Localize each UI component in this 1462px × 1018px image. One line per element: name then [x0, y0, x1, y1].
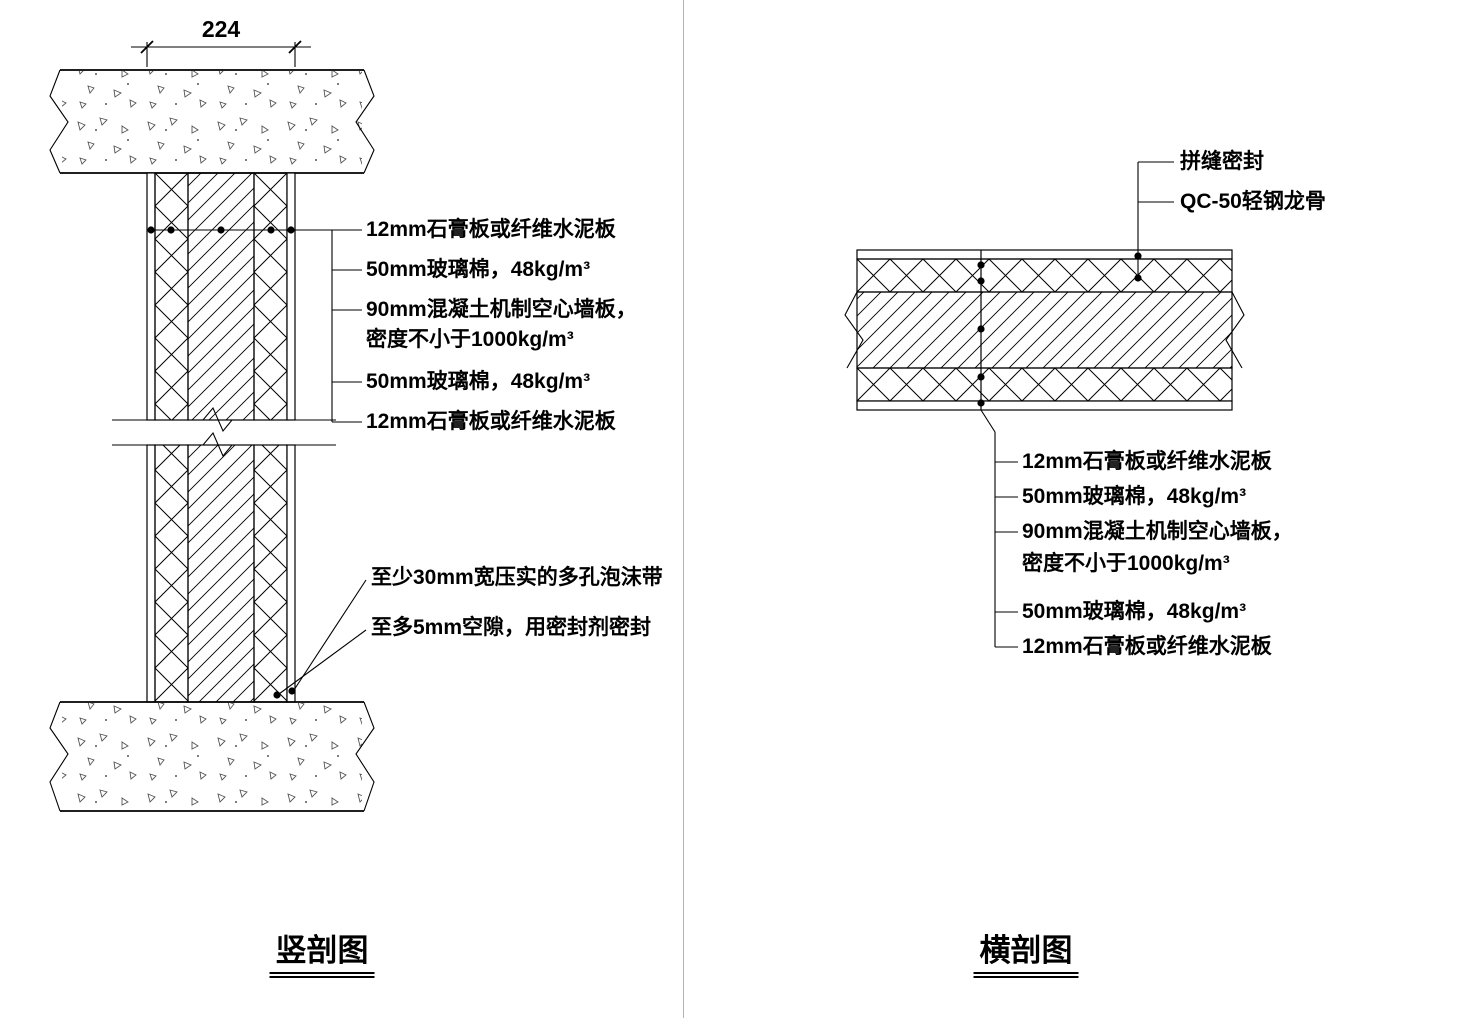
label-board-top-vertical: 12mm石膏板或纤维水泥板 — [366, 218, 616, 241]
label-steel-stud: QC-50轻钢龙骨 — [1180, 190, 1326, 213]
label-foam-strip: 至少30mm宽压实的多孔泡沫带 — [371, 566, 663, 589]
bottom-floor-slab — [49, 701, 375, 812]
horizontal-section-linework — [844, 161, 1245, 648]
label-board-top-horizontal: 12mm石膏板或纤维水泥板 — [1022, 450, 1272, 473]
label-wool-bottom-horizontal: 50mm玻璃棉，48kg/m³ — [1022, 600, 1247, 623]
wall-assembly-upper — [146, 172, 296, 421]
label-core-panel-line1-horizontal: 90mm混凝土机制空心墙板， — [1022, 520, 1293, 543]
leader-lines-vertical-section — [148, 229, 367, 695]
wall-assembly-lower — [146, 444, 296, 703]
sheet-divider-line — [683, 0, 684, 1018]
label-joint-seal: 拼缝密封 — [1180, 150, 1264, 173]
fastener-dots-horizontal — [977, 252, 1142, 407]
label-wool-bottom-vertical: 50mm玻璃棉，48kg/m³ — [366, 370, 591, 393]
vertical-section-linework — [49, 40, 375, 812]
label-board-bottom-vertical: 12mm石膏板或纤维水泥板 — [366, 410, 616, 433]
panel-assembly — [856, 249, 1233, 411]
label-core-panel-line2-horizontal: 密度不小于1000kg/m³ — [1022, 552, 1230, 575]
horizontal-section-title: 横剖图 — [973, 933, 1079, 978]
label-board-bottom-horizontal: 12mm石膏板或纤维水泥板 — [1022, 635, 1272, 658]
dimension-linework — [131, 40, 311, 67]
leaders-bottom-horizontal-section — [980, 409, 1018, 648]
panel-break-marks — [844, 291, 1245, 369]
label-gap-seal: 至多5mm空隙，用密封剂密封 — [371, 616, 652, 639]
label-wool-top-vertical: 50mm玻璃棉，48kg/m³ — [366, 258, 591, 281]
label-core-panel-line1-vertical: 90mm混凝土机制空心墙板， — [366, 298, 637, 321]
top-floor-slab — [49, 69, 375, 174]
wall-break-lines — [112, 406, 336, 458]
label-wool-top-horizontal: 50mm玻璃棉，48kg/m³ — [1022, 485, 1247, 508]
dimension-value: 224 — [201, 16, 241, 42]
fastener-dots-vertical — [147, 226, 296, 699]
vertical-section-title: 竖剖图 — [269, 933, 375, 978]
label-core-panel-line2-vertical: 密度不小于1000kg/m³ — [366, 328, 574, 351]
